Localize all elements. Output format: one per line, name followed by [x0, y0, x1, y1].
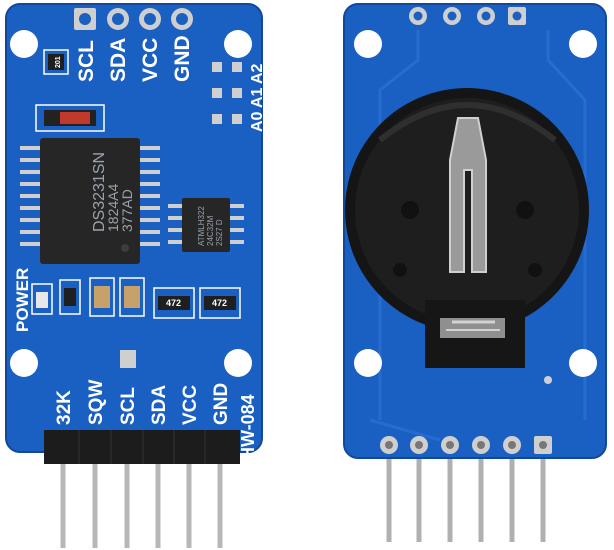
smd-resistor: 201 — [43, 49, 69, 75]
front-pin-header — [44, 430, 240, 464]
pin-label-top: SCL — [75, 40, 98, 82]
back-bottom-pads — [380, 436, 552, 454]
resistor-arrays: 472 472 — [153, 287, 241, 319]
power-label: POWER — [13, 268, 32, 332]
rtc-chip-line3: 377AD — [119, 189, 135, 232]
rtc-chip-line1: DS3231SN — [91, 152, 108, 232]
diode — [35, 104, 105, 132]
pin-label-bottom: 32K — [54, 390, 75, 425]
resistor-code: 201 — [55, 56, 62, 68]
resistor-array-code: 472 — [212, 298, 227, 308]
pin-label-bottom: SQW — [86, 380, 107, 425]
power-led — [31, 283, 53, 315]
resistor-array-code: 472 — [166, 298, 181, 308]
address-jumpers: A2 A1 A0 — [212, 62, 266, 132]
rtc-chip: DS3231SN 1824A4 377AD — [20, 138, 160, 264]
battery-holder — [345, 88, 589, 368]
mounting-hole — [224, 30, 252, 58]
pin-label-bottom: SCL — [118, 387, 139, 425]
rtc-chip-line2: 1824A4 — [105, 184, 121, 232]
mounting-hole — [569, 349, 597, 377]
pin-label-bottom: GND — [211, 383, 232, 425]
pin-label-top: GND — [171, 35, 194, 82]
mounting-hole — [10, 30, 38, 58]
front-bottom-pin-labels: 32K SQW SCL SDA VCC GND HW-084 — [54, 380, 258, 460]
eeprom-line2: 24C32M — [206, 215, 215, 246]
mounting-hole — [354, 30, 382, 58]
back-header-pins — [386, 452, 546, 542]
back-top-pads — [409, 7, 526, 25]
eeprom-line1: ATMLH322 — [197, 206, 206, 246]
mounting-hole — [10, 349, 38, 377]
mounting-hole — [354, 349, 382, 377]
back-board — [343, 3, 607, 542]
mounting-hole — [569, 30, 597, 58]
front-top-pads — [74, 8, 193, 30]
eeprom-chip: ATMLH322 24C32M 2S27 D — [168, 198, 244, 252]
pin-label-bottom: SDA — [149, 385, 170, 425]
address-label: A2 — [249, 63, 266, 84]
smd-components — [59, 277, 145, 317]
front-header-pins — [60, 460, 223, 548]
mounting-hole — [224, 349, 252, 377]
pin-label-top: SDA — [107, 38, 130, 82]
address-label: A1 — [249, 87, 266, 108]
pin-label-top: VCC — [139, 38, 162, 82]
eeprom-line3: 2S27 D — [215, 219, 224, 246]
front-board: SCL SDA VCC GND A2 A1 A0 201 — [5, 3, 266, 548]
model-label: HW-084 — [238, 394, 258, 460]
pin-label-bottom: VCC — [180, 385, 201, 425]
address-label: A0 — [249, 111, 266, 132]
front-top-pin-labels: SCL SDA VCC GND — [75, 35, 194, 82]
